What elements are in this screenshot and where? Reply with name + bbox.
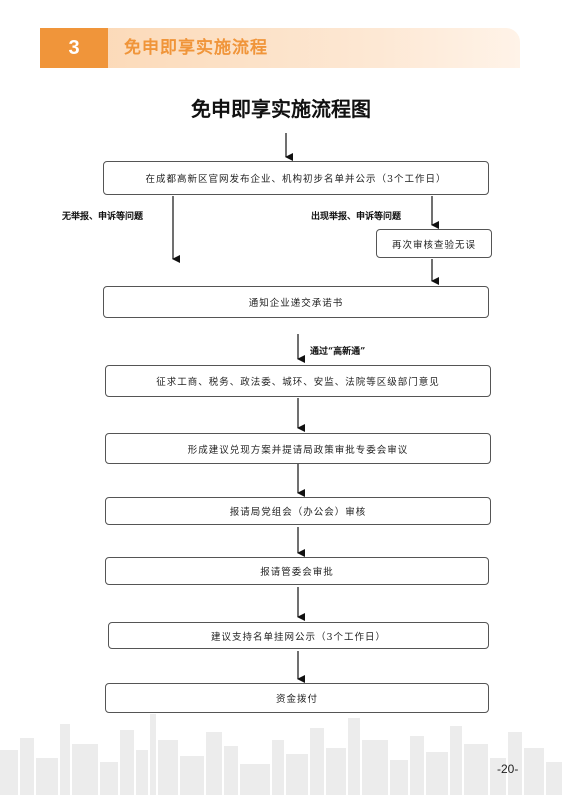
section-number: 3 xyxy=(40,28,108,68)
step-recheck: 再次审核查验无误 xyxy=(376,229,492,258)
step-notify: 通知企业递交承诺书 xyxy=(103,286,489,318)
step-party-review: 报请局党组会（办公会）审核 xyxy=(105,497,491,525)
step-committee-approval: 报请管委会审批 xyxy=(105,557,489,585)
label-issue: 出现举报、申诉等问题 xyxy=(311,212,402,222)
section-header: 3 免申即享实施流程 xyxy=(40,28,520,68)
label-no-issue: 无举报、申诉等问题 xyxy=(62,212,144,222)
label-via: 通过“高新通” xyxy=(310,347,366,357)
step-consult: 征求工商、税务、政法委、城环、安监、法院等区级部门意见 xyxy=(105,365,491,397)
step-fund-allocation: 资金拨付 xyxy=(105,683,489,713)
section-header-background xyxy=(40,28,520,68)
step-proposal: 形成建议兑现方案并提请局政策审批专委会审议 xyxy=(105,433,491,464)
step-publish-list: 在成都高新区官网发布企业、机构初步名单并公示（3个工作日） xyxy=(103,161,489,195)
step-online-publicity: 建议支持名单挂网公示（3个工作日） xyxy=(108,622,489,649)
page-number: -20- xyxy=(497,762,519,776)
flowchart-title: 免申即享实施流程图 xyxy=(191,97,371,121)
city-skyline-decoration xyxy=(0,714,562,795)
section-title: 免申即享实施流程 xyxy=(124,38,268,58)
